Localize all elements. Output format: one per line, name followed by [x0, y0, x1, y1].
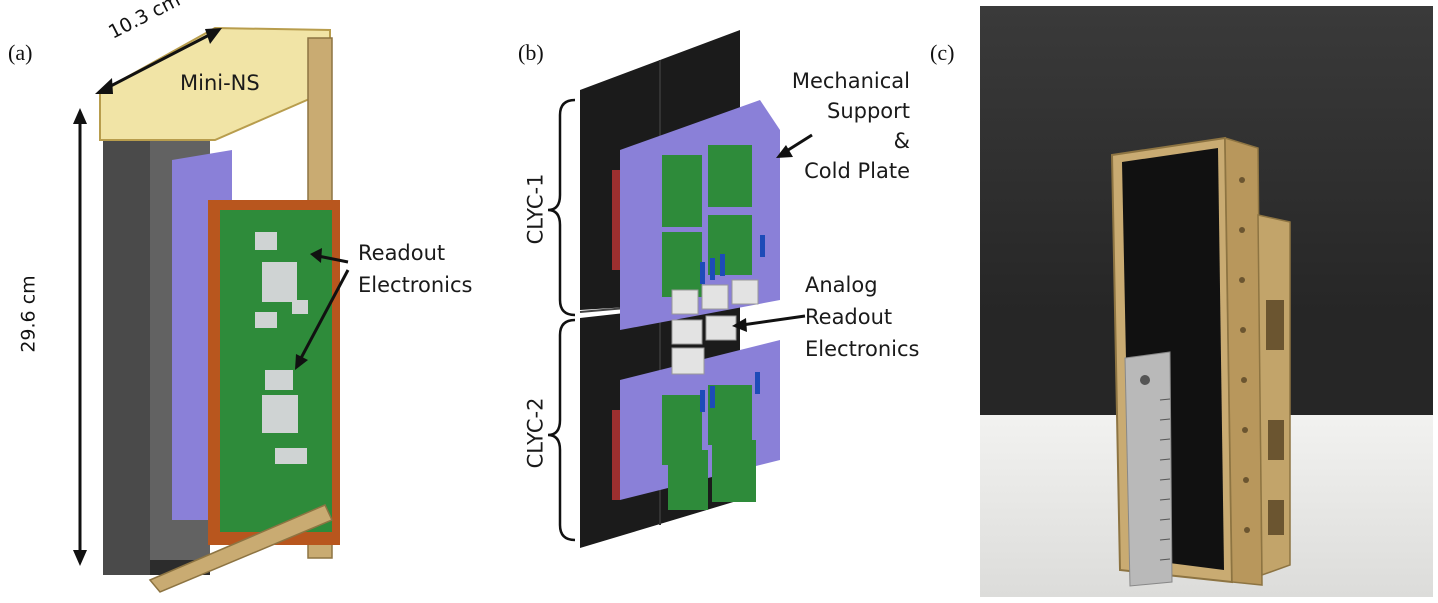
c-steel-ruler [1124, 351, 1173, 587]
b-analog-modules [671, 279, 759, 375]
a-gold-base [148, 504, 334, 593]
a-height-arrow [73, 108, 87, 566]
b-callout-arrows [732, 133, 813, 332]
b-braces [547, 98, 576, 542]
c-ruler-ticks [1159, 398, 1171, 561]
b-analog-label-3: Electronics [805, 337, 920, 361]
a-readout-label-2: Electronics [358, 273, 473, 297]
panel-c-label: (c) [930, 40, 955, 65]
b-analog-label-2: Readout [805, 305, 893, 329]
a-crystal-side-grey [103, 100, 150, 575]
b-mech-label-3: & [893, 129, 910, 153]
a-instrument-label: Mini-NS [180, 71, 260, 95]
b-readout-boards [662, 145, 756, 510]
panel-b-label: (b) [518, 40, 544, 65]
panel-a-label: (a) [8, 40, 33, 65]
a-readout-arrows [295, 248, 350, 370]
b-mech-label-1: Mechanical [791, 69, 910, 93]
c-frame-holes [1239, 177, 1284, 535]
a-readout-label-1: Readout [358, 241, 446, 265]
b-analog-label-1: Analog [805, 273, 878, 297]
a-width-arrow [95, 28, 222, 94]
b-connectors [700, 235, 765, 412]
a-board-chips [255, 232, 308, 464]
b-mech-label-2: Support [826, 99, 910, 123]
c-instrument-side [1224, 136, 1263, 586]
b-mech-label-4: Cold Plate [804, 159, 910, 183]
